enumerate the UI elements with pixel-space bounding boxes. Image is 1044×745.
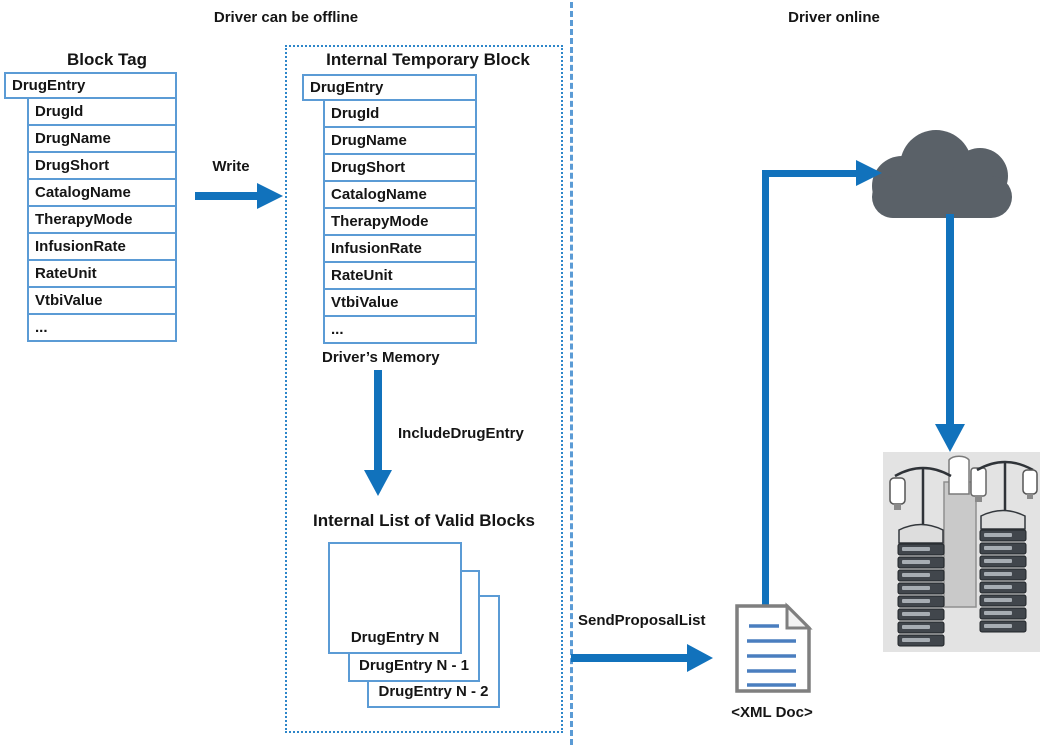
table-row: DrugName (27, 124, 177, 153)
offline-online-separator (570, 2, 573, 745)
xml-doc-label: <XML Doc> (731, 704, 813, 721)
arrow-head-icon (935, 424, 965, 452)
drugentry-n-label: DrugEntry N (350, 629, 440, 646)
block-tag-header: DrugEntry (4, 72, 177, 99)
include-drugentry-label: IncludeDrugEntry (398, 425, 524, 442)
arrow-shaft (195, 192, 259, 200)
table-row: ... (323, 315, 477, 344)
block-tag-title: Block Tag (67, 50, 147, 69)
arrow-head-icon (257, 183, 283, 209)
arrow-head-icon (364, 470, 392, 496)
table-row: DrugId (27, 97, 177, 126)
table-row: TherapyMode (27, 205, 177, 234)
table-row: VtbiValue (27, 286, 177, 315)
online-zone-label: Driver online (788, 9, 880, 26)
table-row: DrugName (323, 126, 477, 155)
xml-document-icon (735, 602, 813, 693)
table-row: ... (27, 313, 177, 342)
table-row: VtbiValue (323, 288, 477, 317)
table-row: CatalogName (323, 180, 477, 209)
arrow-shaft (571, 654, 689, 662)
table-row: TherapyMode (323, 207, 477, 236)
table-row: RateUnit (323, 261, 477, 290)
write-arrow-label: Write (212, 158, 250, 175)
table-row: InfusionRate (27, 232, 177, 261)
table-row: RateUnit (27, 259, 177, 288)
temp-block-title: Internal Temporary Block (326, 50, 530, 69)
cloud-icon (872, 130, 1012, 218)
send-proposallist-label: SendProposalList (578, 612, 706, 629)
table-row: DrugShort (27, 151, 177, 180)
temp-block-header: DrugEntry (302, 74, 477, 101)
valid-blocks-title: Internal List of Valid Blocks (313, 511, 535, 530)
block-tag-table: DrugEntry DrugId DrugName DrugShort Cata… (4, 72, 177, 342)
table-row: DrugShort (323, 153, 477, 182)
drugentry-n-box: DrugEntry N (328, 542, 462, 654)
arrow-head-icon (856, 160, 882, 186)
drivers-memory-caption: Driver’s Memory (322, 349, 440, 366)
temp-block-table: DrugEntry DrugId DrugName DrugShort Cata… (302, 74, 477, 344)
arrow-head-icon (687, 644, 713, 672)
drugentry-n-1-label: DrugEntry N - 1 (358, 657, 469, 674)
offline-driver-container (285, 45, 563, 733)
table-row: CatalogName (27, 178, 177, 207)
drugentry-n-2-label: DrugEntry N - 2 (378, 683, 489, 700)
connector-horizontal (762, 170, 858, 177)
arrow-shaft (374, 370, 382, 472)
connector-vertical (762, 170, 769, 606)
block-tag-rows: DrugId DrugName DrugShort CatalogName Th… (27, 97, 177, 342)
arrow-shaft (946, 214, 954, 426)
offline-zone-label: Driver can be offline (213, 9, 359, 26)
table-row: DrugId (323, 99, 477, 128)
temp-block-rows: DrugId DrugName DrugShort CatalogName Th… (323, 99, 477, 344)
table-row: InfusionRate (323, 234, 477, 263)
infusion-pumps-image (883, 452, 1040, 652)
